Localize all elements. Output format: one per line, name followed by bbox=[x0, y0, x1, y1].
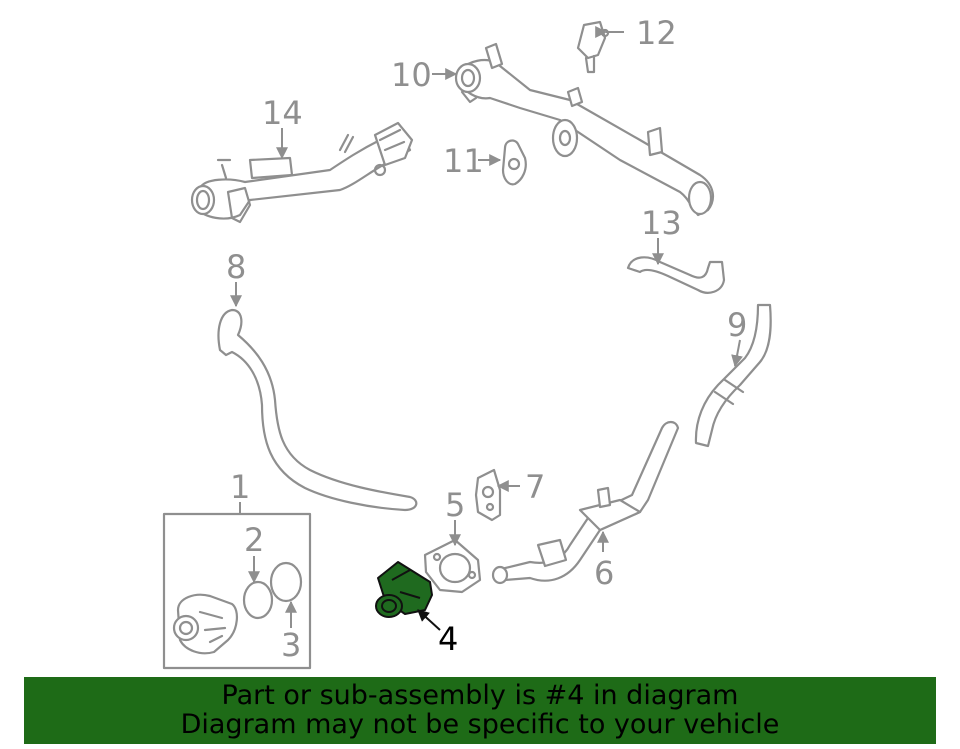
part-13-hose bbox=[626, 256, 726, 294]
part-5-gasket bbox=[423, 538, 482, 594]
part-10-coolant-pipe bbox=[454, 42, 715, 217]
callout-1: 1 bbox=[230, 468, 250, 506]
callout-14: 14 bbox=[262, 94, 303, 132]
banner-line-2: Diagram may not be specific to your vehi… bbox=[180, 709, 780, 740]
callout-12: 12 bbox=[636, 14, 677, 52]
callout-13: 13 bbox=[641, 204, 682, 242]
callout-5: 5 bbox=[445, 486, 465, 524]
info-banner: Part or sub-assembly is #4 in diagram Di… bbox=[24, 677, 936, 744]
part-8-hose bbox=[217, 308, 418, 512]
part-4-thermostat-housing bbox=[375, 561, 433, 618]
part-11-gasket bbox=[501, 139, 527, 186]
callout-9: 9 bbox=[727, 306, 747, 344]
part-2-o-ring bbox=[242, 580, 274, 620]
callout-2: 2 bbox=[244, 521, 264, 559]
leader-lines bbox=[230, 26, 743, 631]
part-14-coolant-pipe bbox=[190, 121, 414, 224]
part-9-hose bbox=[694, 303, 772, 448]
callout-3: 3 bbox=[281, 626, 301, 664]
part-1-water-pump-box bbox=[162, 512, 312, 670]
callout-8: 8 bbox=[226, 248, 246, 286]
part-3-o-ring bbox=[269, 561, 303, 603]
part-12-sensor bbox=[576, 20, 610, 74]
callout-11: 11 bbox=[443, 142, 484, 180]
part-6-coolant-pipe bbox=[491, 420, 680, 585]
callout-10: 10 bbox=[391, 56, 432, 94]
callout-7: 7 bbox=[525, 468, 545, 506]
part-7-gasket bbox=[474, 468, 502, 522]
callout-6: 6 bbox=[594, 554, 614, 592]
callout-4: 4 bbox=[438, 620, 458, 658]
banner-line-1: Part or sub-assembly is #4 in diagram bbox=[221, 680, 739, 711]
